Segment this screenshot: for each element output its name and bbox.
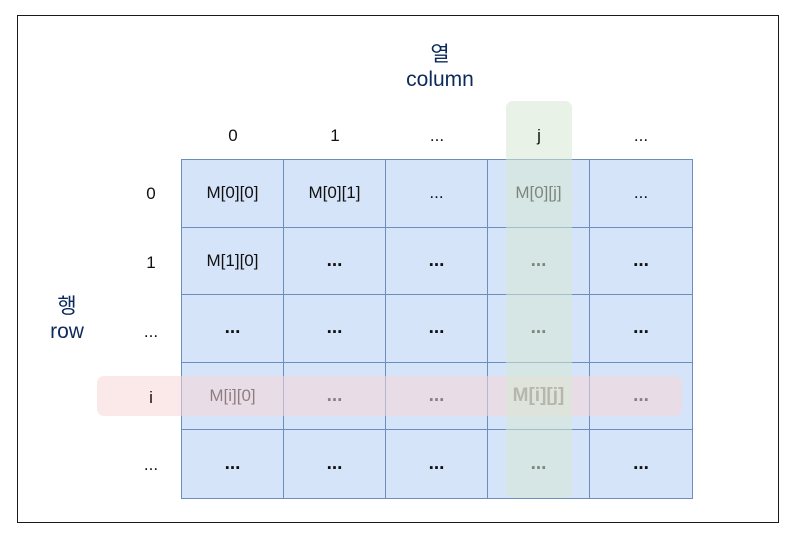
row-axis-title: 행 row	[27, 294, 107, 344]
column-axis-english: column	[406, 68, 474, 91]
row-axis-korean: 행	[57, 295, 77, 318]
column-j-highlight	[506, 101, 572, 498]
row-i-highlight	[97, 376, 682, 416]
matrix-cell-r1-c0: M[1][0]	[182, 227, 284, 296]
row-header-ellipsis: ...	[143, 322, 159, 341]
matrix-grid: M[0][0]M[0][1]...M[0][j]...M[1][0]......…	[181, 159, 693, 499]
matrix-cell-r0-c2: ...	[386, 160, 488, 228]
matrix-cell-r4-c0: ...	[182, 430, 284, 498]
matrix-cell-r4-c4: ...	[633, 453, 649, 475]
column-header-ellipsis: ...	[429, 126, 445, 145]
matrix-cell-r4-c1: ...	[284, 430, 386, 498]
column-axis-title: 열 column	[360, 42, 520, 92]
row-header-1: 1	[146, 253, 156, 272]
column-header-j: j	[537, 126, 541, 145]
column-header-ellipsis-last: ...	[633, 126, 649, 145]
matrix-cell-r0-c4: ...	[590, 160, 692, 228]
matrix-cell-r0-c1: M[0][1]	[284, 160, 386, 228]
column-header-1: 1	[330, 126, 340, 145]
row-header-ellipsis-last: ...	[143, 455, 159, 474]
column-header-0: 0	[228, 126, 238, 145]
matrix-cell-r1-c4: ...	[590, 228, 692, 296]
matrix-cell-r4-c2: ...	[386, 430, 488, 498]
matrix-cell-r1-c1: ...	[284, 227, 386, 296]
matrix-cell-r2-c0: ...	[182, 295, 284, 363]
matrix-cell-r2-c4: ...	[590, 295, 692, 363]
row-header-0: 0	[146, 184, 156, 203]
row-axis-english: row	[50, 320, 84, 343]
matrix-cell-r0-c0: M[0][0]	[182, 160, 284, 228]
row-header-i: i	[149, 388, 153, 407]
matrix-cell-r1-c2: ...	[386, 227, 488, 296]
matrix-cell-r2-c2: ...	[386, 295, 488, 363]
matrix-cell-r2-c1: ...	[284, 295, 386, 363]
column-axis-korean: 열	[430, 43, 450, 66]
